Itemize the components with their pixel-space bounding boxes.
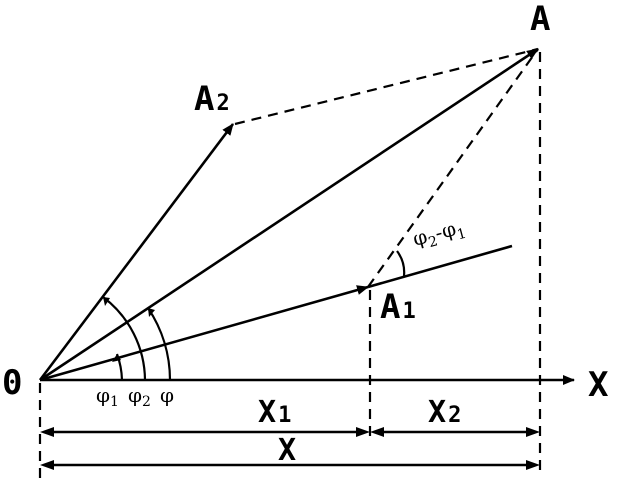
label-phi2-minus-phi1: φ2-φ1 bbox=[410, 214, 468, 255]
arrowhead-x2-right bbox=[526, 427, 540, 437]
label-a2: A2 bbox=[194, 79, 230, 119]
label-phi2: φ2 bbox=[128, 383, 151, 410]
arrowhead-x2-left bbox=[370, 427, 384, 437]
arrowhead-x-left bbox=[40, 460, 54, 470]
angle-arc-phi2 bbox=[102, 296, 147, 381]
label-x2: X2 bbox=[428, 395, 461, 430]
vector-a bbox=[39, 47, 539, 382]
origin-label: 0 bbox=[2, 363, 22, 403]
arrowhead-x1-right bbox=[356, 427, 370, 437]
arrowhead-x-right bbox=[526, 460, 540, 470]
label-phi1: φ1 bbox=[96, 383, 119, 410]
vector-a1 bbox=[39, 285, 369, 382]
axis-label-x: X bbox=[588, 365, 609, 405]
angle-arc-phi bbox=[147, 307, 172, 381]
dashed-a1-to-a bbox=[367, 48, 539, 288]
label-a1: A1 bbox=[380, 287, 416, 327]
label-x1: X1 bbox=[258, 395, 291, 430]
angle-arc-phi2-head bbox=[103, 297, 110, 306]
label-a: A bbox=[530, 0, 550, 39]
label-x: X bbox=[278, 433, 296, 468]
angle-arc-phi1-head bbox=[112, 354, 121, 362]
angle-arc-phi-head bbox=[148, 308, 155, 317]
a1-extension-line bbox=[367, 244, 513, 289]
dashed-a2-to-a bbox=[234, 47, 539, 126]
label-phi: φ bbox=[160, 383, 174, 407]
angle-arc-phi-diff bbox=[396, 250, 406, 277]
arrowhead-x1-left bbox=[40, 427, 54, 437]
vector-a2 bbox=[38, 123, 235, 381]
